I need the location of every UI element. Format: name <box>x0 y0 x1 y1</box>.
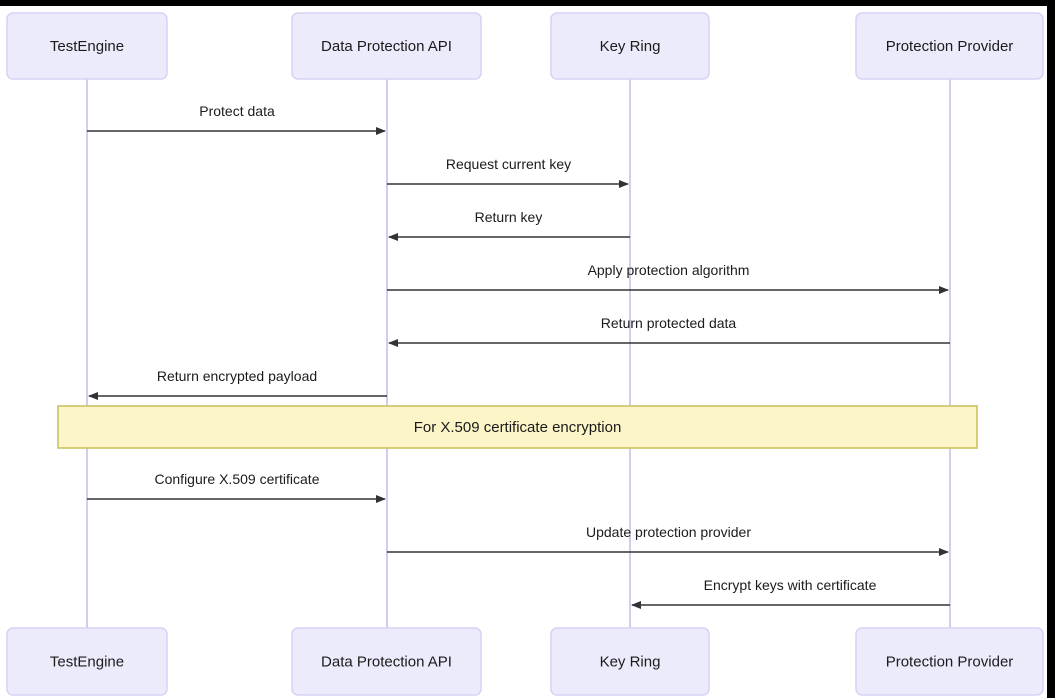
participant-box[interactable] <box>550 627 710 696</box>
participant-label: Data Protection API <box>321 653 452 670</box>
participant-box[interactable] <box>550 12 710 80</box>
participant-label: Key Ring <box>600 653 661 670</box>
message-label: Return encrypted payload <box>157 368 317 384</box>
participant-keyring-top[interactable]: Key Ring <box>550 12 710 80</box>
participant-testengine-top[interactable]: TestEngine <box>6 12 168 80</box>
frame-top-border <box>0 3 1055 6</box>
message-label: Request current key <box>446 156 571 172</box>
participant-box[interactable] <box>291 627 482 696</box>
message-label: Return protected data <box>601 315 737 331</box>
participant-label: Key Ring <box>600 38 661 55</box>
message-label: Apply protection algorithm <box>588 262 750 278</box>
message-label: Return key <box>475 209 543 225</box>
participant-label: TestEngine <box>50 653 124 670</box>
participant-box[interactable] <box>6 627 168 696</box>
participant-dataprotectionapi-top[interactable]: Data Protection API <box>291 12 482 80</box>
note-label: For X.509 certificate encryption <box>414 419 622 436</box>
notes-group: For X.509 certificate encryption <box>57 405 978 449</box>
participant-label: Protection Provider <box>886 653 1014 670</box>
participant-box[interactable] <box>855 627 1044 696</box>
message-label: Configure X.509 certificate <box>155 471 320 487</box>
frame-right-border <box>1047 3 1055 698</box>
participant-box[interactable] <box>291 12 482 80</box>
lifelines-group <box>86 79 951 628</box>
message-label: Encrypt keys with certificate <box>704 577 877 593</box>
participant-dataprotectionapi-bottom[interactable]: Data Protection API <box>291 627 482 696</box>
participant-keyring-bottom[interactable]: Key Ring <box>550 627 710 696</box>
message-label: Protect data <box>199 103 275 119</box>
diagram-svg: For X.509 certificate encryption Protect… <box>6 12 1044 696</box>
participant-label: TestEngine <box>50 38 124 55</box>
message-label: Update protection provider <box>586 524 751 540</box>
participant-box[interactable] <box>6 12 168 80</box>
participant-label: Protection Provider <box>886 38 1014 55</box>
participant-testengine-bottom[interactable]: TestEngine <box>6 627 168 696</box>
participant-box[interactable] <box>855 12 1044 80</box>
participant-protectionprovider-top[interactable]: Protection Provider <box>855 12 1044 80</box>
note-box <box>57 405 978 449</box>
participant-label: Data Protection API <box>321 38 452 55</box>
participant-protectionprovider-bottom[interactable]: Protection Provider <box>855 627 1044 696</box>
